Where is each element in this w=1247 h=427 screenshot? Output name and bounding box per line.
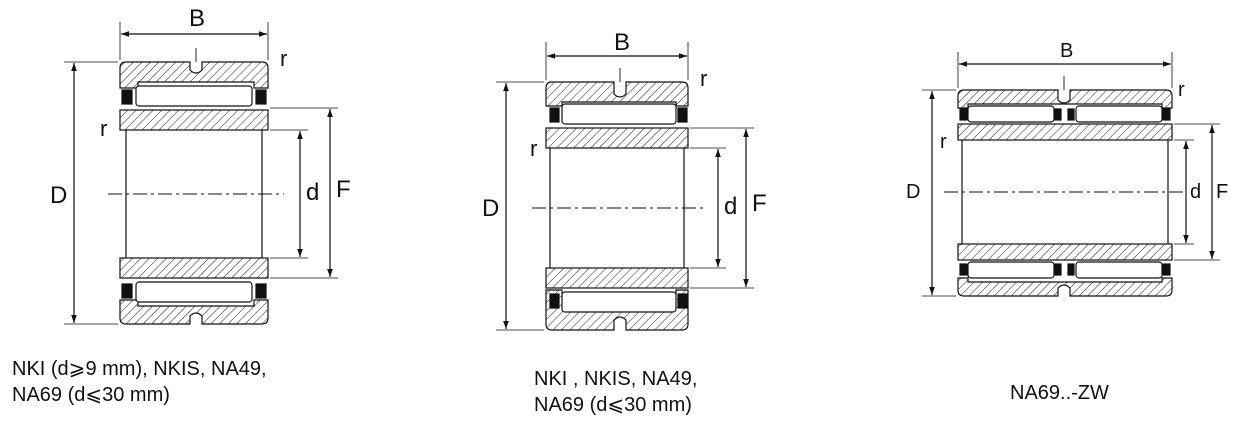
seal-top-mid-right (1067, 108, 1075, 121)
label-B: B (614, 29, 630, 56)
outer-ring-bottom (119, 299, 269, 325)
seal-bottom-left (549, 293, 560, 309)
diagram-na69-zw-double (922, 52, 1220, 297)
label-r-side: r (940, 131, 947, 153)
seal-bottom-mid-left (1054, 263, 1062, 276)
label-d: d (724, 193, 737, 220)
inner-ring-top (957, 123, 1173, 141)
label-d: d (306, 179, 319, 206)
caption-line-1: NKI , NKIS, NA49, (534, 368, 698, 390)
seal-top-mid-left (1054, 108, 1062, 121)
needle-roller-bottom-left (967, 261, 1055, 279)
caption-diagram-1: NKI (d⩾9 mm), NKIS, NA49, NA69 (d⩽30 mm) (12, 356, 267, 408)
label-r-top: r (1178, 79, 1185, 101)
caption-line-2: NA69 (d⩽30 mm) (12, 384, 170, 406)
needle-roller-top (135, 85, 253, 107)
seal-bottom-left (959, 263, 968, 276)
seal-top-left (121, 89, 133, 105)
outer-ring-top (545, 81, 689, 107)
label-D: D (482, 195, 499, 222)
seal-top-right (1162, 108, 1171, 121)
needle-roller-top (561, 103, 677, 125)
label-r-top: r (700, 66, 707, 91)
seal-top-right (677, 107, 688, 123)
label-F: F (1216, 181, 1228, 203)
caption-line-1: NA69..-ZW (1010, 382, 1109, 404)
caption-line-1: NKI (d⩾9 mm), NKIS, NA49, (12, 358, 267, 380)
seal-top-left (959, 108, 968, 121)
inner-ring-bottom (119, 257, 269, 279)
label-D: D (50, 182, 67, 209)
label-r-top: r (280, 46, 287, 71)
caption-diagram-2: NKI , NKIS, NA49, NA69 (d⩽30 mm) (534, 366, 697, 418)
outer-ring-top (957, 89, 1173, 109)
seal-bottom-right (1162, 263, 1171, 276)
label-D: D (906, 181, 920, 203)
label-r-side: r (530, 136, 537, 161)
seal-bottom-right (677, 293, 688, 309)
needle-roller-bottom-right (1075, 261, 1163, 279)
needle-roller-top-right (1075, 105, 1163, 123)
seal-top-right (255, 89, 267, 105)
seal-bottom-mid-right (1067, 263, 1075, 276)
inner-ring-bottom (545, 267, 689, 289)
needle-roller-bottom (135, 281, 253, 303)
needle-roller-bottom (561, 291, 677, 313)
caption-line-2: NA69 (d⩽30 mm) (534, 394, 692, 416)
seal-top-left (549, 107, 560, 123)
inner-ring-top (119, 109, 269, 131)
needle-roller-top-left (967, 105, 1055, 123)
inner-ring-bottom (957, 243, 1173, 261)
label-F: F (752, 190, 767, 217)
outer-ring-top (119, 61, 269, 89)
outer-ring-bottom (957, 277, 1173, 297)
label-F: F (336, 176, 351, 203)
diagram-nki-single-2 (496, 42, 754, 331)
inner-ring-top (545, 127, 689, 149)
seal-bottom-left (121, 283, 133, 299)
label-B: B (1060, 40, 1073, 62)
seal-bottom-right (255, 283, 267, 299)
diagram-nki-single (64, 22, 338, 325)
caption-diagram-3: NA69..-ZW (1010, 380, 1109, 406)
label-d: d (1190, 181, 1201, 203)
label-r-side: r (100, 116, 107, 141)
label-B: B (189, 5, 205, 32)
